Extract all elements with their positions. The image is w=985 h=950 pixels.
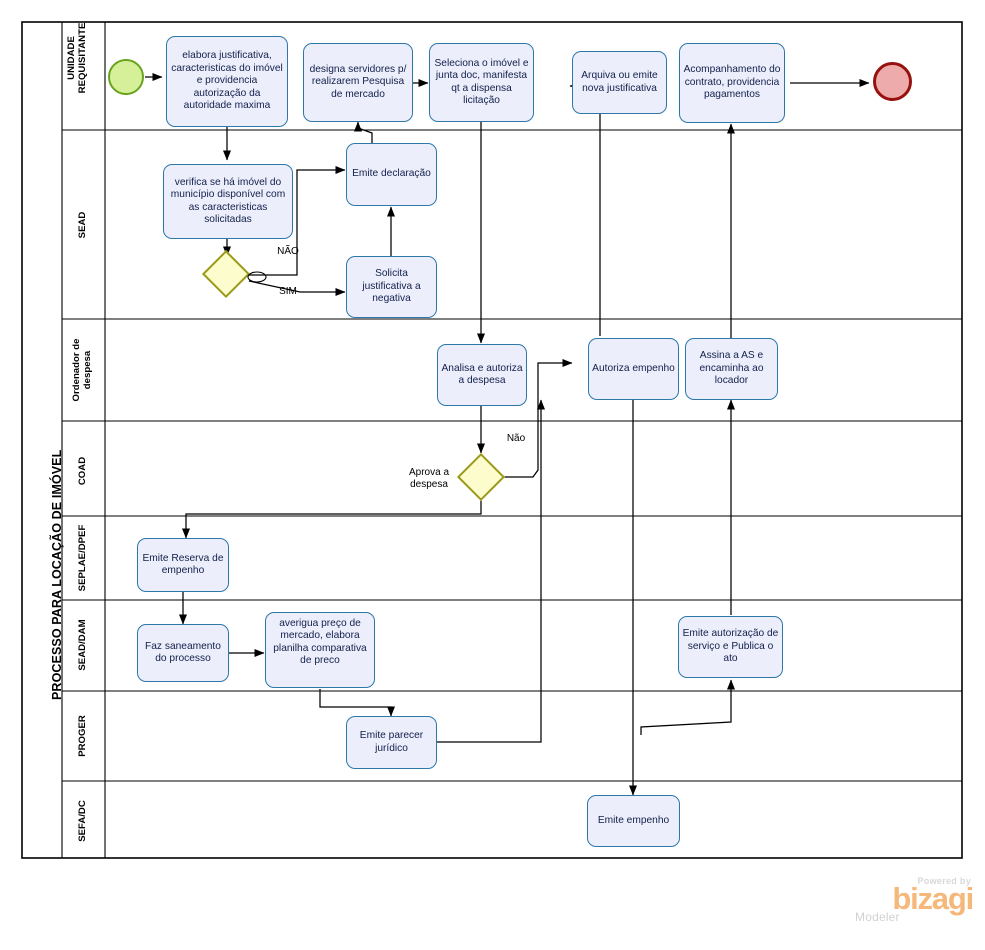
task-label: Emite autorização de serviço e Publica o…	[682, 628, 779, 665]
task-label: Assina a AS e encaminha ao locador	[699, 350, 764, 387]
task-label: Autoriza empenho	[592, 362, 675, 374]
task-emite-declaracao[interactable]: Emite declaração	[346, 143, 437, 206]
task-label: verifica se há imóvel do município dispo…	[170, 176, 286, 225]
task-label: Acompanhamento do contrato, providencia …	[683, 64, 781, 101]
task-assina-as[interactable]: Assina a AS e encaminha ao locador	[685, 338, 778, 400]
flow-averigua-to-parecer	[319, 689, 396, 717]
task-elabora-justificativa[interactable]: elabora justificativa, caracteristicas d…	[166, 36, 288, 127]
end-event[interactable]	[873, 62, 912, 101]
flow-empenho-to-autorizacao-servico	[640, 679, 735, 735]
task-verifica-imovel[interactable]: verifica se há imóvel do município dispo…	[163, 164, 293, 239]
task-arquiva-ou-emite[interactable]: Arquiva ou emite nova justificativa	[572, 51, 667, 114]
bizagi-logo: Powered by bizagi Modeler	[849, 876, 974, 938]
task-faz-saneamento[interactable]: Faz saneamento do processo	[137, 624, 229, 682]
task-emite-parecer-juridico[interactable]: Emite parecer jurídico	[346, 716, 437, 769]
task-label: Seleciona o imóvel e junta doc, manifest…	[434, 57, 529, 106]
task-label: averigua preço de mercado, elabora plani…	[273, 618, 367, 667]
flow-label-nao-maiusculo: NÃO	[277, 246, 299, 257]
flow-declaracao-to-designa	[353, 121, 373, 143]
start-event[interactable]	[108, 59, 144, 95]
flow-sim-to-solicita	[248, 280, 346, 296]
flow-parecer-to-autoriza-empenho	[437, 399, 545, 743]
flow-nao-to-emite-declaracao	[249, 165, 346, 276]
logo-product: Modeler	[855, 910, 900, 924]
task-analisa-autoriza-despesa[interactable]: Analisa e autoriza a despesa	[437, 344, 527, 406]
task-label: Emite parecer jurídico	[359, 730, 424, 754]
pool-outline	[21, 21, 963, 859]
task-label: elabora justificativa, caracteristicas d…	[171, 50, 283, 112]
flow-label-sim: SIM	[279, 286, 297, 297]
task-acompanhamento-contrato[interactable]: Acompanhamento do contrato, providencia …	[679, 43, 785, 123]
task-emite-reserva-empenho[interactable]: Emite Reserva de empenho	[137, 538, 229, 592]
task-label: Analisa e autoriza a despesa	[441, 362, 523, 386]
logo-brand: bizagi	[892, 881, 974, 916]
task-label: designa servidores p/ realizarem Pesquis…	[309, 63, 407, 100]
logo-powered-by: Powered by	[917, 876, 971, 886]
task-label: Arquiva ou emite nova justificativa	[581, 70, 658, 94]
task-emite-empenho[interactable]: Emite empenho	[587, 795, 680, 847]
task-emite-autorizacao-servico[interactable]: Emite autorização de serviço e Publica o…	[678, 616, 783, 678]
flow-aprova-to-reserva-empenho	[182, 500, 482, 539]
task-label: Emite empenho	[597, 814, 670, 826]
task-label: Solicita justificativa a negativa	[362, 268, 421, 305]
task-autoriza-empenho[interactable]: Autoriza empenho	[588, 338, 679, 400]
flow-label-nao: Não	[506, 433, 526, 444]
task-designa-servidores[interactable]: designa servidores p/ realizarem Pesquis…	[303, 43, 413, 122]
task-seleciona-imovel[interactable]: Seleciona o imóvel e junta doc, manifest…	[429, 43, 534, 122]
task-label: Emite Reserva de empenho	[142, 552, 224, 576]
flow-label-aprova-despesa: Aprova a despesa	[408, 467, 450, 490]
task-averigua-preco[interactable]: averigua preço de mercado, elabora plani…	[265, 612, 375, 688]
task-label: Faz saneamento do processo	[145, 640, 221, 664]
task-solicita-justificativa[interactable]: Solicita justificativa a negativa	[346, 256, 437, 318]
task-label: Emite declaração	[352, 168, 431, 180]
flow-nao-to-autoriza-empenho	[503, 358, 573, 478]
